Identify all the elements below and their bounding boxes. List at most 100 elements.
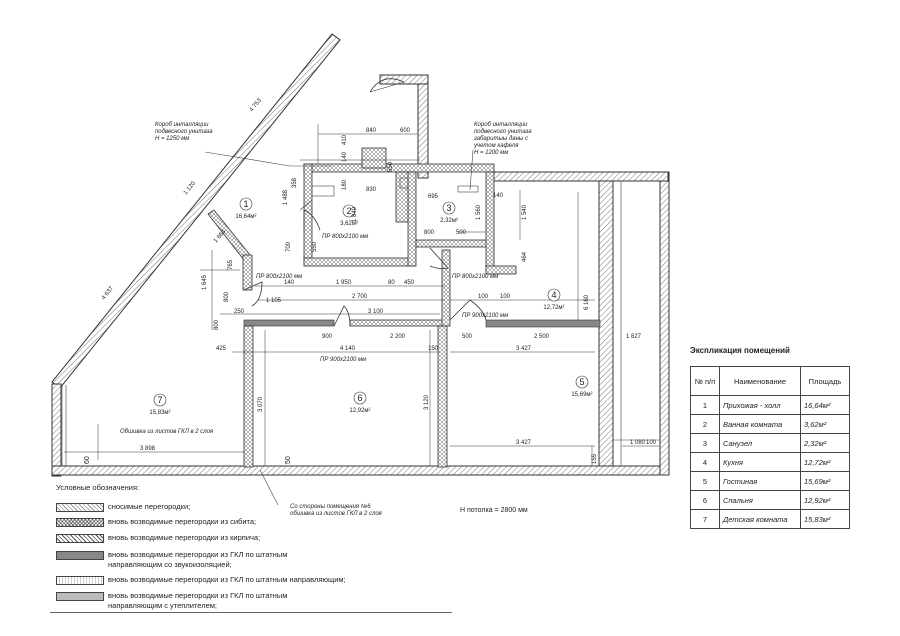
row-name: Санузел [719, 433, 801, 453]
top-exterior-wall [489, 171, 669, 182]
explication-title: Экспликация помещений [690, 346, 790, 355]
svg-text:3: 3 [446, 203, 451, 213]
svg-text:3 070: 3 070 [258, 396, 264, 412]
svg-text:2 500: 2 500 [534, 334, 550, 340]
legend-swatch [56, 518, 104, 527]
note-gkl: Обшивка из листов ГКЛ в 2 слоя [120, 429, 214, 435]
legend-label: вновь возводимые перегородки из сибита; [108, 517, 257, 526]
door-swing-bedroom [333, 305, 351, 327]
legend-swatch [56, 534, 104, 543]
svg-text:450: 450 [404, 280, 415, 286]
svg-text:800: 800 [224, 291, 230, 302]
svg-text:550: 550 [388, 161, 394, 172]
svg-text:4 140: 4 140 [340, 346, 356, 352]
bath-tub [311, 185, 335, 197]
row-area: 2,32м² [800, 433, 850, 453]
room-5-marker: 5 15,69м² [571, 375, 593, 398]
svg-text:16,64м²: 16,64м² [235, 214, 256, 220]
svg-text:12,92м²: 12,92м² [349, 408, 370, 414]
row-num: 4 [690, 452, 720, 472]
legend-label: сносимые перегородки; [108, 502, 191, 511]
svg-text:358: 358 [292, 177, 298, 188]
svg-text:155: 155 [592, 453, 598, 464]
note-side: Со стороны помещения №6 обшивка из листо… [290, 503, 383, 517]
svg-text:700: 700 [286, 241, 292, 252]
svg-text:15,69м²: 15,69м² [571, 392, 592, 398]
right-exterior-wall [659, 171, 670, 476]
svg-text:подвесного унитаза: подвесного унитаза [474, 129, 532, 135]
svg-text:3 427: 3 427 [516, 440, 532, 446]
header-name: Наименование [719, 366, 801, 396]
door-swing-child [243, 281, 263, 307]
svg-text:1 080: 1 080 [630, 440, 646, 446]
svg-text:обшивка из листов ГКЛ в 2 слоя: обшивка из листов ГКЛ в 2 слоя [290, 511, 383, 517]
svg-text:600: 600 [400, 128, 411, 134]
row-name: Прихожая - холл [719, 395, 801, 415]
svg-text:1 645: 1 645 [202, 274, 208, 290]
row-area: 16,64м² [800, 395, 850, 415]
row-num: 5 [690, 471, 720, 491]
row-num: 3 [690, 433, 720, 453]
svg-text:4 637: 4 637 [101, 285, 116, 301]
svg-text:2: 2 [346, 206, 351, 216]
svg-text:550: 550 [312, 241, 318, 252]
kitchen-wall [485, 319, 601, 328]
svg-text:425: 425 [216, 346, 227, 352]
bedroom-right-wall [437, 325, 448, 468]
svg-text:3 120: 3 120 [424, 394, 430, 410]
ceiling-height-note: Н потолка = 2800 мм [460, 507, 528, 514]
table-header-row: № п/п Наименование Площадь [690, 366, 850, 396]
row-name: Гостиная [719, 471, 801, 491]
svg-text:учетом кафеля: учетом кафеля [473, 143, 519, 149]
svg-text:464: 464 [522, 251, 528, 262]
svg-text:15,83м²: 15,83м² [149, 410, 170, 416]
dimension-labels: 4 753 1 120 4 637 840 600 410 140 180 83… [84, 97, 657, 464]
svg-text:1 950: 1 950 [336, 280, 352, 286]
legend-swatch [56, 576, 104, 585]
bathroom-wall-left [303, 163, 313, 265]
svg-text:2,32м²: 2,32м² [440, 218, 458, 224]
bathroom-divider [407, 171, 417, 267]
header-area: Площадь [800, 366, 850, 396]
svg-text:5: 5 [579, 377, 584, 387]
door-label-kitchen: ПР 900x2100 мм [462, 313, 508, 319]
svg-text:Короб инталляции: Короб инталляции [474, 122, 528, 128]
left-exterior-wall [51, 383, 62, 477]
row-name: Ванная комната [719, 414, 801, 434]
bathroom-wall-bottom [303, 257, 415, 267]
row-name: Детская комната [719, 509, 801, 529]
legend-swatch [56, 592, 104, 601]
svg-text:180: 180 [342, 179, 348, 190]
svg-text:80: 80 [388, 280, 395, 286]
kitchen-left-wall [441, 249, 451, 327]
svg-text:3 427: 3 427 [516, 346, 532, 352]
wc-fixture [457, 185, 479, 193]
svg-text:800: 800 [424, 230, 435, 236]
door-swing-wc [429, 247, 449, 270]
svg-text:410: 410 [342, 134, 348, 145]
svg-text:Короб инталляции: Короб инталляции [155, 122, 209, 128]
row-area: 12,72м² [800, 452, 850, 472]
svg-text:150: 150 [428, 346, 439, 352]
svg-text:3,62м²: 3,62м² [340, 221, 358, 227]
bedroom-left-wall [243, 325, 254, 468]
door-label-child: ПР 800x2100 мм [256, 274, 302, 280]
svg-text:12,72м²: 12,72м² [543, 305, 564, 311]
toilet-box-right [395, 171, 409, 223]
svg-text:140: 140 [493, 193, 504, 199]
svg-text:800: 800 [214, 319, 220, 330]
svg-text:7: 7 [157, 395, 162, 405]
legend-swatch [56, 551, 104, 560]
room-2-marker: 2 3,62м² [340, 204, 358, 227]
row-name: Спальня [719, 490, 801, 510]
svg-text:3 898: 3 898 [140, 446, 156, 452]
row-num: 6 [690, 490, 720, 510]
room-1-marker: 1 16,64м² [235, 197, 257, 220]
svg-text:Н = 1200 мм: Н = 1200 мм [474, 150, 508, 156]
loggia-wall [598, 180, 614, 467]
room-4-marker: 4 12,72м² [543, 288, 565, 311]
